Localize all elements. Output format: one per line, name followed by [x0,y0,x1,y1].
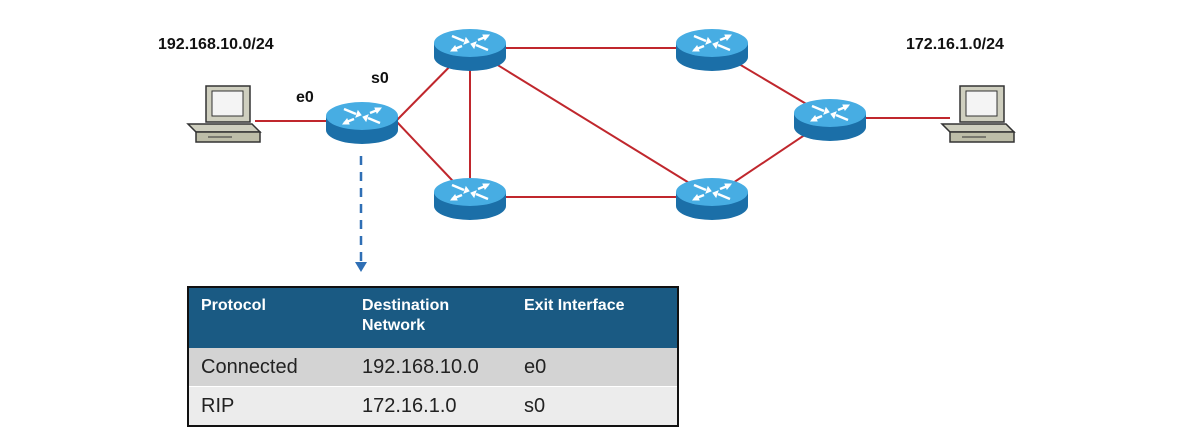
link-top-left-bottom-right [469,47,713,198]
left-network-label: 192.168.10.0/24 [158,36,274,53]
row-protocol: RIP [201,395,235,417]
pc-right-icon [941,85,1015,143]
table-row: Connected 192.168.10.0 e0 [189,348,677,386]
router-top-right-icon [674,27,750,73]
pc-left-icon [187,85,261,143]
row-exit-interface: e0 [524,356,547,378]
header-exit-interface: Exit Interface [524,297,625,314]
row-protocol: Connected [201,356,298,378]
routing-table: Protocol Destination Network Exit Interf… [187,286,679,427]
header-destination-network: Destination Network [362,297,450,334]
router-edge-left-icon [324,100,400,146]
router-bottom-right-icon [674,176,750,222]
table-header: Protocol Destination Network Exit Interf… [189,288,677,348]
header-protocol: Protocol [201,297,266,314]
interface-e0-label: e0 [296,89,314,106]
row-destination: 172.16.1.0 [362,395,457,417]
interface-s0-label: s0 [371,70,389,87]
router-top-left-icon [432,27,508,73]
network-links [255,47,950,198]
table-row: RIP 172.16.1.0 s0 [189,386,677,425]
row-destination: 192.168.10.0 [362,356,479,378]
right-network-label: 172.16.1.0/24 [906,36,1004,53]
row-exit-interface: s0 [524,395,546,417]
router-bottom-left-icon [432,176,508,222]
router-edge-right-icon [792,97,868,143]
dashed-arrow-icon [355,156,367,272]
